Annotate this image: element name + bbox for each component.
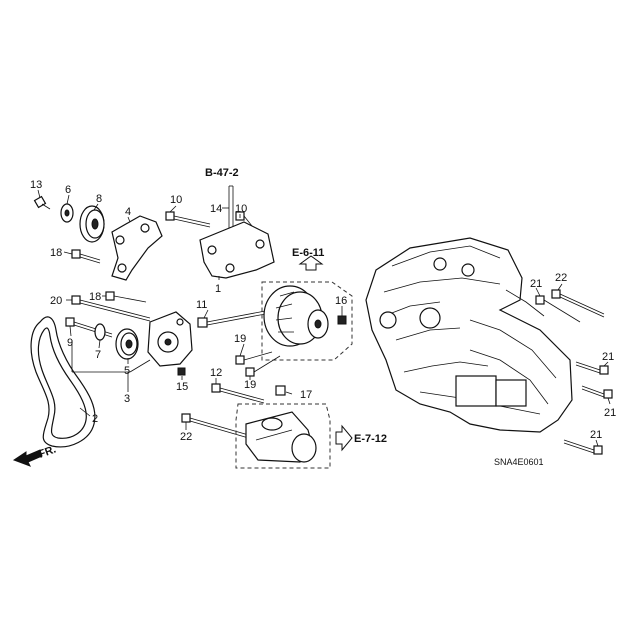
callout-6: 6 [65, 184, 71, 196]
ref-b47-2[interactable]: B-47-2 [205, 167, 239, 179]
callout-20: 20 [50, 295, 62, 307]
idler-pulley-8 [79, 205, 105, 243]
nut-17 [275, 385, 286, 396]
diagram-code: SNA4E0601 [494, 457, 544, 467]
ref-e6-11[interactable]: E-6-11 [292, 247, 324, 259]
bolt-21-c [581, 385, 613, 399]
idler-pulley-6 [60, 203, 74, 223]
callout-9: 9 [67, 337, 73, 349]
callout-19-lower: 19 [244, 379, 256, 391]
callout-21-a: 21 [530, 278, 542, 290]
leader-lines [37, 189, 611, 447]
callout-5: 5 [124, 365, 130, 377]
starter-motor [245, 411, 317, 463]
callout-19-upper: 19 [234, 333, 246, 345]
front-direction-arrow-icon [12, 449, 43, 467]
callout-7: 7 [95, 349, 101, 361]
callout-4: 4 [125, 206, 131, 218]
callout-10-left: 10 [170, 194, 182, 206]
callout-22-upper: 22 [555, 272, 567, 284]
bolt-9 [65, 317, 113, 338]
alternator-bracket-1 [199, 221, 275, 279]
callout-21-c: 21 [604, 407, 616, 419]
callout-2: 2 [92, 413, 98, 425]
bolt-22-upper [551, 289, 605, 318]
callout-21-b: 21 [602, 351, 614, 363]
callout-13: 13 [30, 179, 42, 191]
idler-bracket-4 [111, 215, 163, 281]
callout-14: 14 [210, 203, 222, 215]
auto-tensioner-3 [147, 311, 193, 367]
ref-e7-12[interactable]: E-7-12 [354, 433, 387, 445]
alternator [263, 285, 329, 347]
tensioner-pulley-5 [115, 328, 139, 360]
bolt-10-left [165, 211, 211, 228]
bolt-13 [33, 195, 51, 210]
up-arrow-icon [298, 255, 324, 271]
drive-belt [30, 316, 96, 448]
washer-7 [94, 323, 106, 341]
callout-1: 1 [215, 283, 221, 295]
callout-8: 8 [96, 193, 102, 205]
bolt-21-b [575, 361, 609, 375]
callout-18-lower: 18 [89, 291, 101, 303]
callout-15: 15 [176, 381, 188, 393]
callout-11: 11 [196, 299, 207, 311]
alternator-e611-dashed-box [261, 281, 353, 361]
starter-e712-dashed-box [235, 403, 331, 469]
callout-18-upper: 18 [50, 247, 62, 259]
bolt-18-upper [71, 249, 101, 264]
front-direction-label: FR. [37, 443, 58, 460]
bolt-18-lower [105, 291, 147, 303]
callout-21-d: 21 [590, 429, 602, 441]
callout-16: 16 [335, 295, 347, 307]
nut-16 [337, 315, 347, 325]
engine-assembly [365, 237, 573, 433]
right-arrow-icon [335, 424, 353, 452]
callout-12: 12 [210, 367, 222, 379]
callout-17: 17 [300, 389, 312, 401]
nut-15 [177, 367, 186, 376]
bolt-19-lower [245, 355, 281, 377]
bolt-22-lower [181, 413, 253, 440]
callout-22-lower: 22 [180, 431, 192, 443]
callout-3: 3 [124, 393, 130, 405]
bolt-20 [71, 295, 151, 322]
callout-10-right: 10 [235, 203, 247, 215]
bolt-19-upper [235, 351, 273, 365]
